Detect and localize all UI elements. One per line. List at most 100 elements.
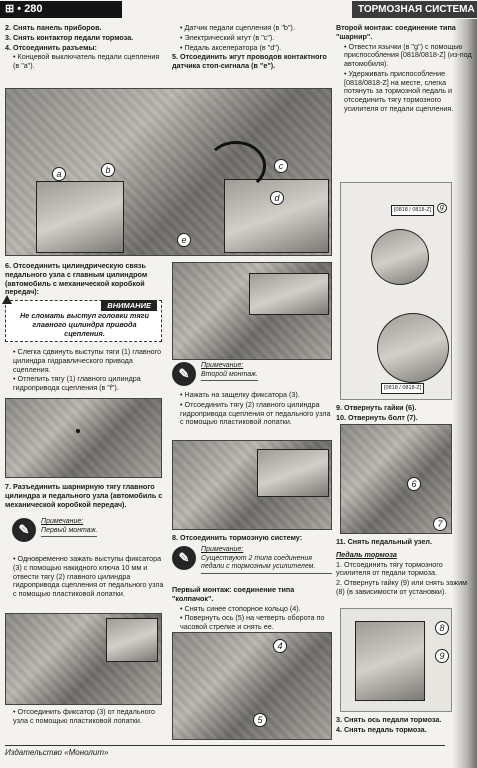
bullet-clutch-switch: • Концевой выключатель педали сцепления … [13, 52, 160, 71]
step-11: 11. Снять педальный узел. [336, 537, 432, 546]
bullet-harness: • Электрический жгут (в "c"). [180, 32, 275, 42]
first-mount-head: Первый монтаж: соединение типа "колпачок… [172, 585, 295, 603]
second-mount-head: Второй монтаж: соединение типа "шарнир". [336, 23, 456, 41]
step-9: 9. Отвернуть гайки (6). [336, 403, 417, 412]
page-number: 280 [24, 3, 43, 15]
step-6-block: 6. Отсоединить цилиндрическую связь педа… [5, 261, 165, 298]
note-text-box: Примечание: Второй монтаж. [201, 362, 258, 382]
column-3-pedal: 11. Снять педальный узел. Педаль тормоза… [336, 537, 474, 598]
page-number-box: ⊞ • 280 [0, 1, 122, 18]
pedal-step-4: 4. Снять педаль тормоза. [336, 724, 427, 734]
photo-ball-joint: [0818 / 0818-Z] [0818 / 0818-Z] g [340, 182, 452, 400]
pedal-step-2: 2. Отвернуть гайку (9) или снять зажим (… [336, 578, 468, 596]
footer-publisher: Издательство «Монолит» [5, 748, 109, 757]
note-icon: ✎ [172, 362, 196, 386]
photo-texture [341, 425, 451, 533]
note-text-box: Примечание: Первый монтаж. [41, 518, 98, 538]
pointer-dot [76, 429, 80, 433]
warning-head: ВНИМАНИЕ [101, 300, 157, 312]
step-7-block: 7. Разъединить шарнирную тягу главного ц… [5, 482, 165, 510]
step-2: 2. Снять панель приборов. [5, 23, 102, 32]
photo-texture [6, 399, 161, 477]
diagram-booster [371, 229, 429, 285]
note-body: Существуют 2 типа соединения педали с то… [201, 554, 316, 571]
note-two-types: ✎ Примечание: Существуют 2 типа соединен… [172, 546, 332, 574]
para-7-block: • Одновременно зажать выступы фиксатора … [5, 554, 165, 600]
page-header: ⊞ • 280 Тормозная система [0, 0, 477, 19]
diagram-pedal [355, 621, 425, 701]
column-1: 2. Снять панель приборов. 3. Снять конта… [5, 23, 165, 72]
photo-clutch-rod [5, 398, 162, 478]
footer-divider [5, 745, 445, 746]
column-2-mid: • Нажать на защелку фиксатора (3). • Отс… [172, 390, 332, 428]
para-7: • Одновременно зажать выступы фиксатора … [13, 554, 164, 599]
note-icon: ✎ [172, 546, 196, 570]
inset-photo [106, 618, 158, 662]
bullet-hold-tool: • Удерживать приспособление [0818/0818-Z… [344, 68, 454, 114]
step-6: 6. Отсоединить цилиндрическую связь педа… [5, 261, 148, 297]
bottom-bullet-block: • Отсоединить фиксатор (3) от педального… [5, 707, 165, 727]
column-2-top: • Датчик педали сцепления (в "b"). • Эле… [172, 23, 335, 72]
step-6-bullets: • Слегка сдвинуть выступы тяги (1) главн… [5, 347, 165, 394]
curved-arrow [206, 141, 266, 191]
note-text-box: Примечание: Существуют 2 типа соединения… [201, 546, 332, 574]
bullet-detach-rod: • Отпепить тягу (1) главного цилиндра ги… [13, 374, 141, 393]
label-a: a [52, 167, 66, 181]
step-4: 4. Отсоединить разъемы: [5, 42, 97, 52]
photo-latch [172, 440, 332, 530]
bullet-detach-retainer: • Отсоединить фиксатор (3) от педального… [13, 707, 156, 725]
note-head: Примечание: [41, 518, 84, 525]
photo-pedal-lever [172, 262, 332, 360]
label-g: g [437, 203, 447, 213]
step-3: 3. Снять контактор педали тормоза. [5, 32, 134, 42]
note-body: Первый монтаж. [41, 526, 98, 534]
inset-photo [257, 449, 329, 497]
label-c: c [274, 159, 288, 173]
inset-photo-left [36, 181, 124, 253]
label-d: d [270, 191, 284, 205]
warning-text: Не сломать выступ головки тяги главного … [20, 311, 149, 338]
section-title: Тормозная система [352, 1, 477, 18]
bullet-press-latch: • Нажать на защелку фиксатора (3). [180, 390, 300, 399]
pedal-step-3: 3. Снять ось педали тормоза. [336, 715, 442, 724]
label-8: 8 [435, 621, 449, 635]
label-4: 4 [273, 639, 287, 653]
bullet-detach-rod-2: • Отсоединить тягу (2) главного цилиндра… [180, 399, 331, 427]
label-7: 7 [433, 517, 447, 531]
bullet-remove-ring: • Снять синее стопорное кольцо (4). [180, 603, 301, 613]
book-icon: ⊞ • [5, 3, 22, 15]
step-7: 7. Разъединить шарнирную тягу главного ц… [5, 482, 163, 509]
photo-cap-connection: 4 5 [172, 632, 332, 740]
warning-triangle-icon [2, 295, 12, 304]
step-8-block: 8. Отсоединить тормозную систему: [172, 533, 332, 544]
tool-tag-top: [0818 / 0818-Z] [391, 205, 435, 216]
bullet-clutch-sensor: • Датчик педали сцепления (в "b"). [180, 23, 295, 32]
note-head: Примечание: [201, 546, 244, 553]
bullet-accelerator: • Педаль акселератора (в "d"). [180, 42, 282, 52]
book-spine-shadow [452, 19, 477, 768]
note-icon: ✎ [12, 518, 36, 542]
note-body: Второй монтаж. [201, 370, 258, 378]
photo-pedal-assembly: a b c d e [5, 88, 332, 256]
label-e: e [177, 233, 191, 247]
label-6: 6 [407, 477, 421, 491]
step-8: 8. Отсоединить тормозную систему: [172, 533, 303, 542]
photo-nuts-bolt: 6 7 [340, 424, 452, 534]
note-first-mount: ✎ Примечание: Первый монтаж. [12, 518, 162, 542]
note-second-mount: ✎ Примечание: Второй монтаж. [172, 362, 332, 386]
label-b: b [101, 163, 115, 177]
inset-photo [249, 273, 329, 315]
label-5: 5 [253, 713, 267, 727]
first-mount-block: Первый монтаж: соединение типа "колпачок… [172, 585, 332, 633]
bullet-turn-axle: • Повернуть ось (5) на четверть оборота … [180, 613, 325, 632]
step-5: 5. Отсоединить жгут проводов контактного… [172, 52, 327, 71]
tool-tag-bottom: [0818 / 0818-Z] [381, 383, 425, 394]
column-3-top: Второй монтаж: соединение типа "шарнир".… [336, 23, 474, 115]
bullet-tabs-tool: • Отвести язычки (в "g") с помощью присп… [344, 41, 472, 69]
pedal-step-1: 1. Отсоединить тягу тормозного усилителя… [336, 559, 443, 578]
pedal-head: Педаль тормоза [336, 549, 397, 559]
note-head: Примечание: [201, 362, 244, 369]
bullet-shift-tabs: • Слегка сдвинуть выступы тяги (1) главн… [13, 347, 162, 374]
column-3-bottom: 3. Снять ось педали тормоза. 4. Снять пе… [336, 715, 474, 736]
